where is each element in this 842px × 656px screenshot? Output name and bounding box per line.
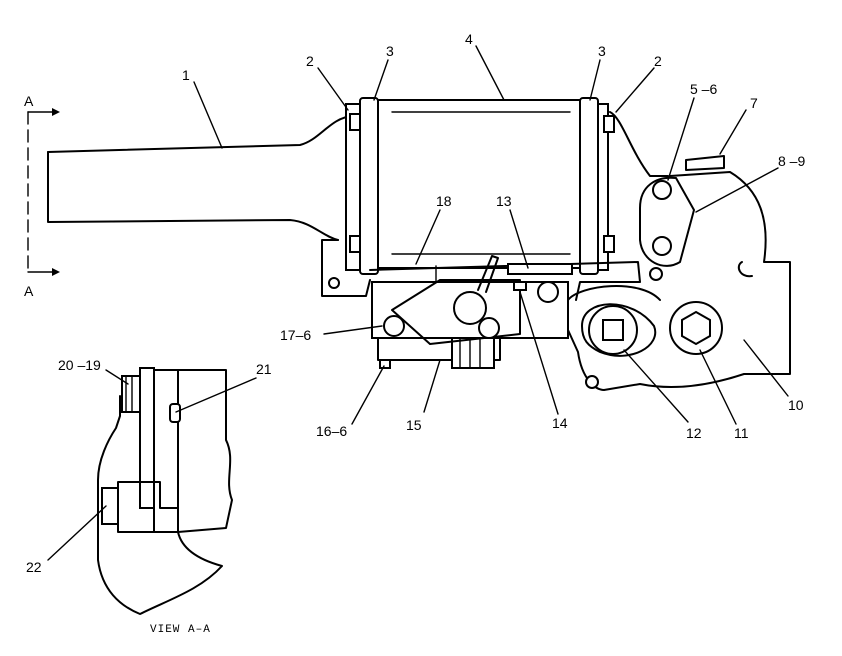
callout-8-9: 8 –9 <box>778 153 805 169</box>
callout-18: 18 <box>436 193 452 209</box>
callout-16-6: 16–6 <box>316 423 347 439</box>
callout-15: 15 <box>406 417 422 433</box>
section-marker: A A <box>24 93 60 299</box>
view-caption: VIEW A–A <box>150 624 211 636</box>
callout-labels: 1 2 3 4 3 2 5 –6 7 8 –9 18 13 17–6 16–6 … <box>26 31 805 636</box>
callout-14: 14 <box>552 415 568 431</box>
callout-1: 1 <box>182 67 190 83</box>
section-marker-top-label: A <box>24 93 34 109</box>
view-a-a-detail <box>97 367 233 615</box>
callout-22: 22 <box>26 559 42 575</box>
housing-body <box>321 111 669 297</box>
callout-20-19: 20 –19 <box>58 357 101 373</box>
callout-4: 4 <box>465 31 473 47</box>
callout-3-right: 3 <box>598 43 606 59</box>
callout-10: 10 <box>788 397 804 413</box>
callout-11: 11 <box>734 425 749 441</box>
callout-21: 21 <box>256 361 272 377</box>
callout-17-6: 17–6 <box>280 327 311 343</box>
part-4-cylinder <box>345 97 615 275</box>
callout-7: 7 <box>750 95 758 111</box>
callout-2-left: 2 <box>306 53 314 69</box>
leader-lines <box>47 45 789 561</box>
callout-3-left: 3 <box>386 43 394 59</box>
rotary-mechanism <box>567 155 791 391</box>
callout-12: 12 <box>686 425 702 441</box>
section-marker-bottom-label: A <box>24 283 34 299</box>
callout-5-6: 5 –6 <box>690 81 717 97</box>
callout-13: 13 <box>496 193 512 209</box>
callout-2-right: 2 <box>654 53 662 69</box>
part-1-tube <box>47 115 353 241</box>
